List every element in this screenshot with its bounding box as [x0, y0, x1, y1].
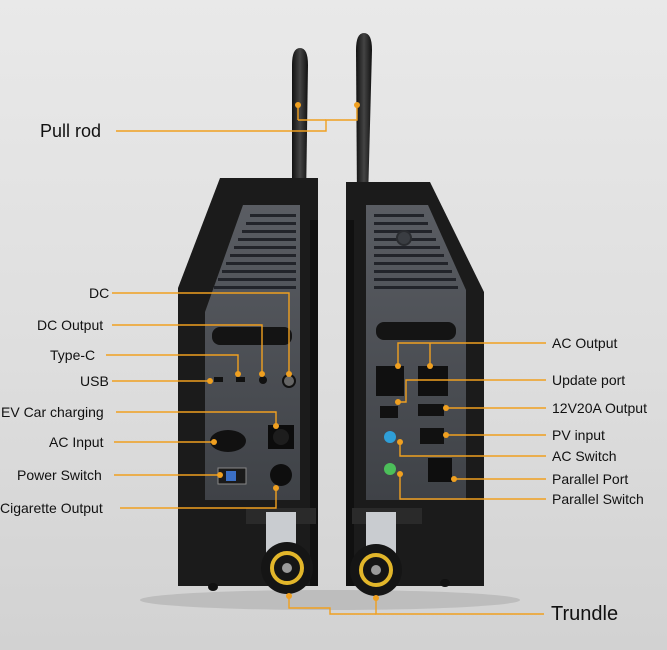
label-parallel-port: Parallel Port: [552, 471, 629, 487]
label-cigarette-output: Cigarette Output: [0, 500, 103, 516]
pv-input-socket: [420, 428, 444, 444]
left-vent-grille: [214, 214, 296, 289]
label-12v20a-output: 12V20A Output: [552, 400, 647, 416]
right-pull-rod: [356, 33, 372, 200]
usb-port: [214, 377, 223, 382]
parallel-switch-control: [384, 463, 396, 475]
output-12v20a-socket: [418, 404, 444, 416]
label-pv-input: PV input: [552, 427, 605, 443]
dc-output-port: [259, 376, 267, 384]
type-c-port: [236, 377, 245, 382]
floor-shadow: [140, 590, 520, 610]
ac-outlet-1: [376, 366, 404, 396]
update-port-socket: [380, 406, 398, 418]
ac-input-socket: [210, 430, 246, 452]
callout-dots: [207, 102, 457, 601]
parallel-port-socket: [428, 458, 452, 482]
label-type-c: Type-C: [50, 347, 96, 363]
label-usb: USB: [80, 373, 109, 389]
label-trundle: Trundle: [551, 603, 619, 625]
label-update-port: Update port: [552, 372, 626, 388]
left-unit: [178, 48, 318, 594]
label-ac-input: AC Input: [49, 434, 104, 450]
right-grip-slot: [376, 322, 456, 340]
label-ac-switch: AC Switch: [552, 448, 617, 464]
cigarette-socket: [270, 464, 292, 486]
label-power-switch: Power Switch: [17, 467, 102, 483]
left-pull-rod: [292, 48, 308, 200]
ac-switch-control: [384, 431, 396, 443]
label-ac-output: AC Output: [552, 335, 618, 351]
left-grip-slot: [212, 327, 292, 345]
right-unit: [346, 33, 484, 596]
label-dc-output: DC Output: [37, 317, 104, 333]
label-parallel-switch: Parallel Switch: [552, 491, 644, 507]
callout-lines: [106, 105, 546, 615]
label-ev-car-charging: EV Car charging: [1, 404, 104, 420]
label-dc: DC: [89, 285, 110, 301]
ac-outlet-2: [418, 366, 448, 396]
label-pull-rod: Pull rod: [40, 121, 102, 141]
